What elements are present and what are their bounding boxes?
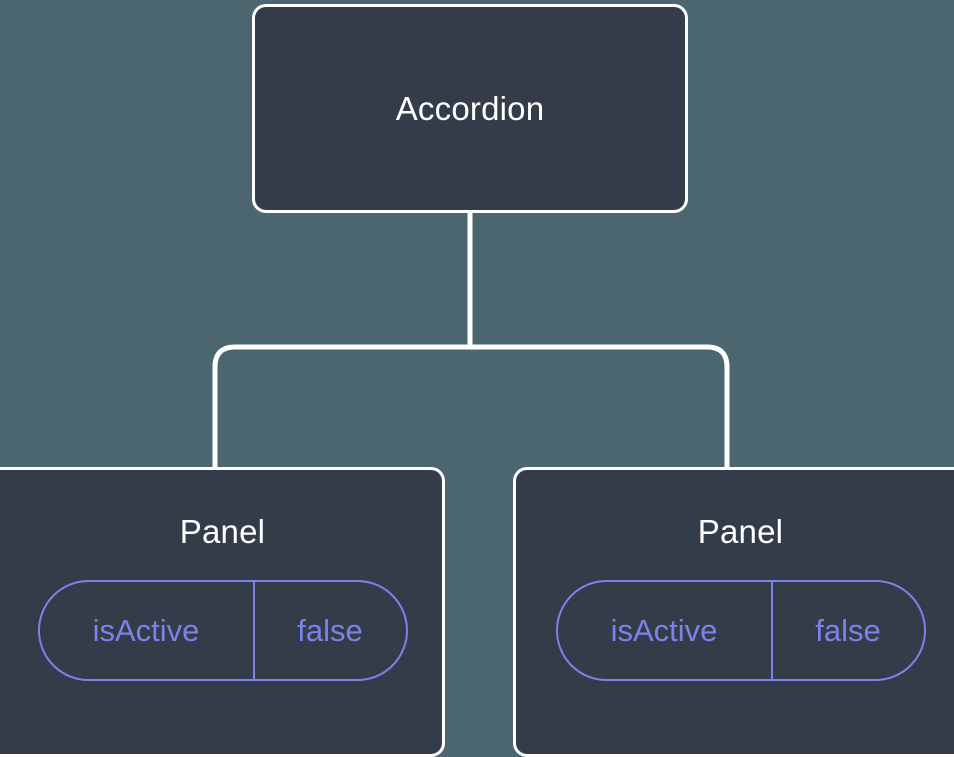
prop-pill-isactive-left[interactable]: isActive false (37, 580, 408, 681)
prop-pill-key: isActive (40, 582, 255, 679)
edge-to-right-panel (470, 344, 730, 472)
prop-pill-value: false (297, 613, 363, 648)
node-accordion[interactable]: Accordion (252, 4, 688, 213)
prop-pill-value: false (815, 613, 881, 648)
node-panel-left[interactable]: Panel isActive false (0, 467, 445, 757)
node-panel-right-label: Panel (697, 513, 784, 550)
node-accordion-label: Accordion (395, 90, 545, 127)
prop-pill-key: isActive (558, 582, 773, 679)
edge-to-left-panel (212, 344, 470, 472)
node-panel-left-label: Panel (179, 513, 266, 550)
node-panel-right[interactable]: Panel isActive false (513, 467, 954, 757)
component-tree-canvas: Accordion Panel isActive false Panel isA… (0, 4, 954, 757)
prop-pill-isactive-right[interactable]: isActive false (555, 580, 926, 681)
